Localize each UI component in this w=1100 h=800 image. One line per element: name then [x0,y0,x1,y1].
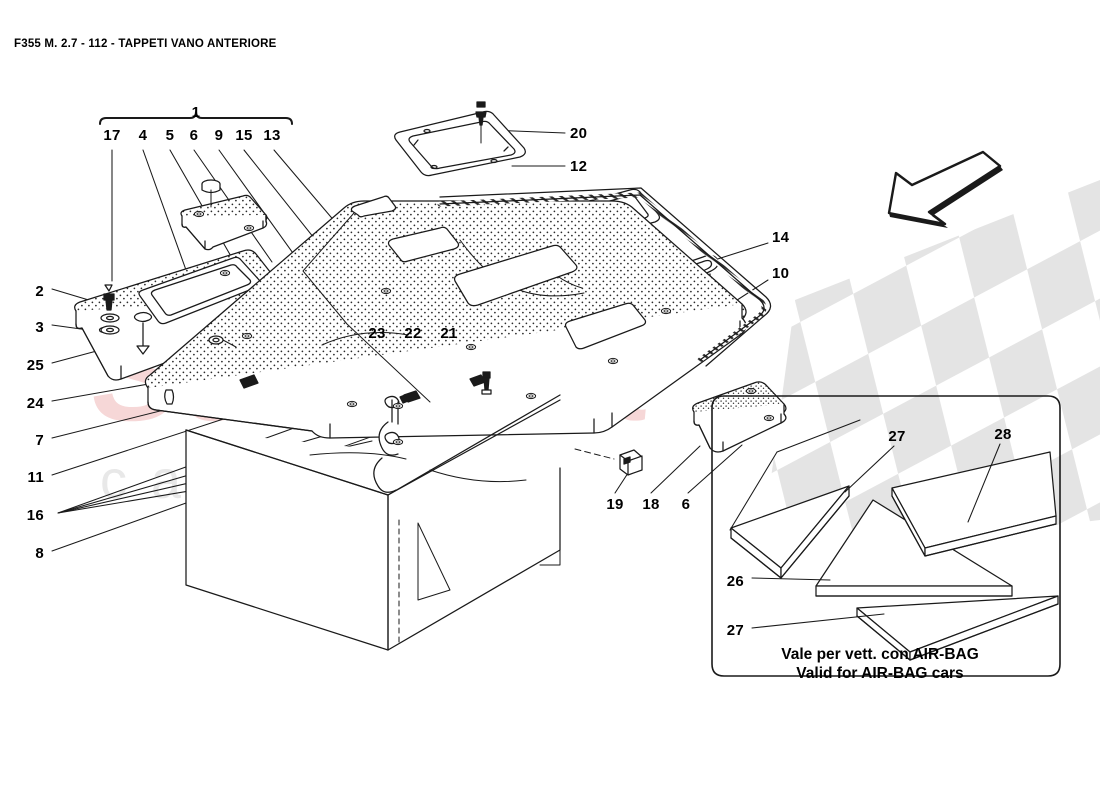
part-10-main-carpet [144,195,747,439]
callout-number-13: 13 [263,127,281,144]
callout-number-5: 5 [165,127,175,144]
callout-number-4: 4 [138,127,148,144]
part-24-clip [239,374,259,389]
part-8-floor-outline [309,452,527,483]
callout-number-14: 14 [772,229,790,246]
part-18-pad [692,381,787,453]
part-11-inner-wall [185,394,561,651]
part-2-screw [103,284,115,311]
callout-number-1: 1 [191,104,201,121]
callout-number-3: 3 [35,319,44,336]
group-bracket-1 [99,111,293,125]
callout-number-27: 27 [726,622,744,639]
part-3-washer [100,313,120,323]
part-seal-strip [437,187,772,367]
airbag-caption-line-1: Vale per vett. con AIR-BAG [781,646,979,663]
part-12-gasket-frame [394,110,526,177]
callout-number-10: 10 [772,265,790,282]
part-27-panel-lower [856,595,1059,661]
part-26-panel [730,485,850,579]
airbag-leader-lines [729,419,1001,629]
callout-number-8: 8 [35,545,44,562]
callout-number-16: 16 [26,507,44,524]
callout-number-25: 25 [26,357,44,374]
callout-number-19: 19 [606,496,624,513]
callout-number-26: 26 [726,573,744,590]
callout-number-11: 11 [27,469,44,486]
orientation-arrow [887,150,1003,228]
callout-number-6: 6 [681,496,691,513]
callout-number-9: 9 [214,127,224,144]
callout-number-2: 2 [35,283,44,300]
part-16-hook-brackets [373,395,404,493]
callout-number-15: 15 [235,127,253,144]
part-9-left-carpet-panel [74,249,332,381]
callout-number-23: 23 [368,325,386,342]
airbag-box-caption: Vale per vett. con AIR-BAG Valid for AIR… [781,646,979,684]
callout-number-27: 27 [888,428,906,445]
callout-number-6: 6 [189,127,199,144]
part-28-panel [891,451,1057,557]
airbag-inset-box [711,395,1061,677]
callout-number-24: 24 [26,395,44,412]
part-20-fastener [475,101,487,144]
callout-number-12: 12 [570,158,588,175]
part-21-screw [481,371,492,395]
part-5-cap-button [201,179,221,208]
part-4-small-pad [180,194,268,251]
airbag-caption-line-2: Valid for AIR-BAG cars [796,664,964,682]
part-25-washer [100,325,120,335]
callout-number-20: 20 [570,125,588,142]
sheet-title: F355 M. 2.7 - 112 - TAPPETI VANO ANTERIO… [14,38,277,50]
callout-number-22: 22 [404,325,422,342]
part-19-clip-bracket [574,448,643,476]
part-17-pushpin [133,311,153,355]
part-7-retainer [164,389,175,405]
callout-number-17: 17 [103,127,121,144]
callout-number-21: 21 [440,325,458,342]
part-6-grommet-left [208,335,237,348]
callout-number-18: 18 [642,496,660,513]
part-23-clip [399,390,421,404]
callout-number-28: 28 [994,426,1012,443]
callout-number-7: 7 [35,432,44,449]
